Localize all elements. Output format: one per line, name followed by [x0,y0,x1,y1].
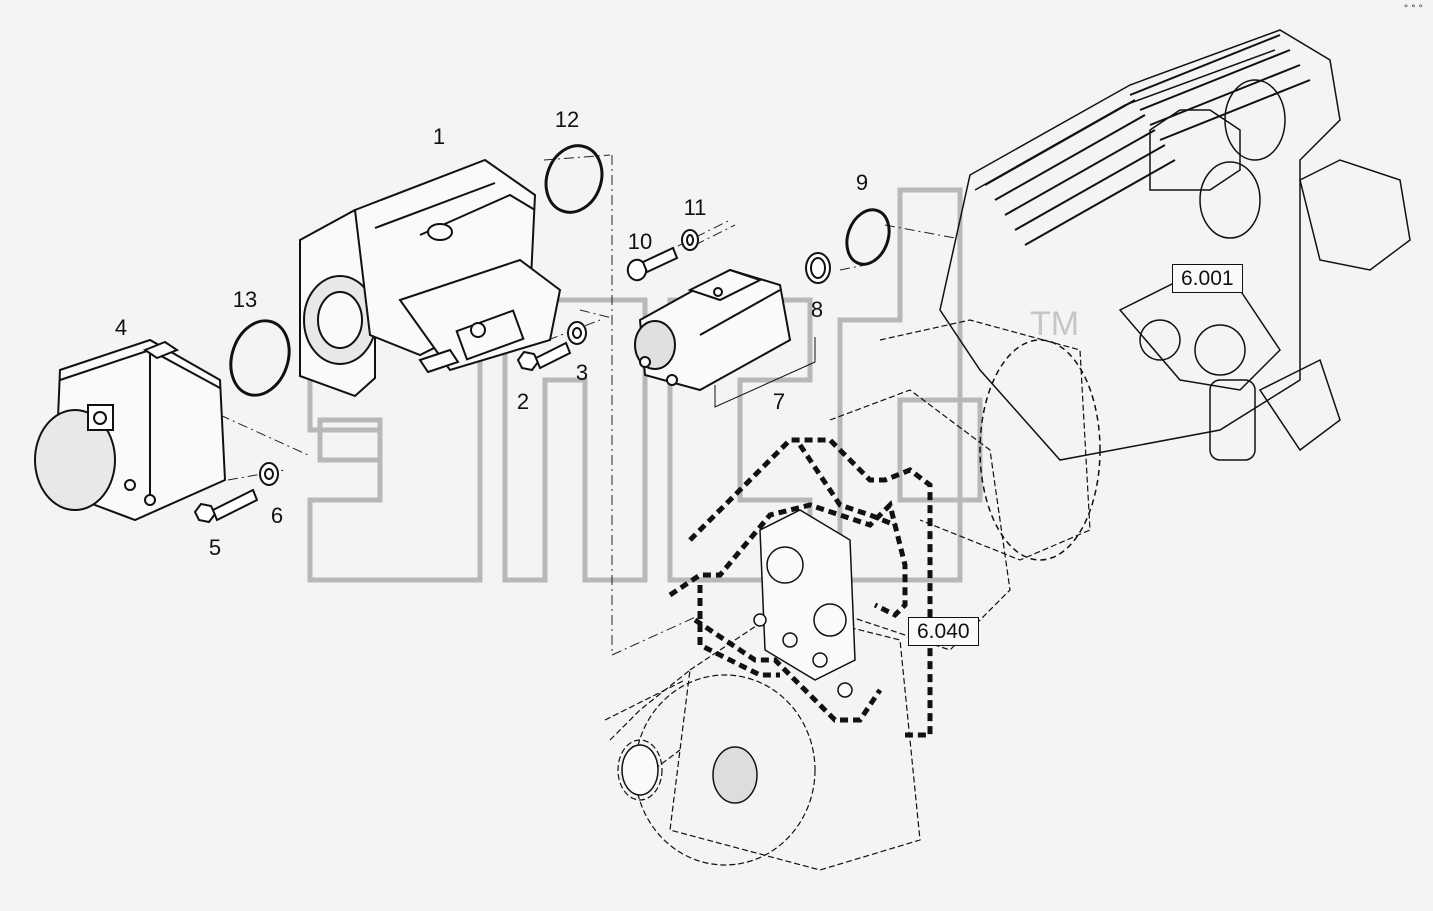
seal-8 [805,252,831,284]
callout-5: 5 [208,535,222,560]
washers [259,229,699,486]
valve-block [753,509,856,698]
callout-2: 2 [516,389,530,414]
callout-1: 1 [432,124,446,149]
bolts [193,246,679,524]
pump-4 [34,338,227,522]
callout-3: 3 [575,360,589,385]
o-ring-13 [229,319,291,397]
callout-10: 10 [627,229,653,254]
hydraulic-lines [668,437,933,738]
callout-4: 4 [114,315,128,340]
engine-cooling-fins [984,34,1311,246]
gear-pump-7 [634,268,792,392]
callout-13: 13 [232,287,258,312]
callout-6: 6 [270,503,284,528]
reference-6-001[interactable]: 6.001 [1172,264,1243,293]
callout-9: 9 [855,170,869,195]
transmission-gear [621,744,758,804]
bracket-7 [714,337,816,408]
pump-1 [299,158,562,398]
o-ring-9 [845,208,891,266]
o-ring-12 [544,144,604,214]
callout-8: 8 [810,297,824,322]
watermark-tm: TM [1030,305,1079,343]
corner-mark: ° ° ° [1403,4,1423,14]
callout-11: 11 [683,195,707,220]
callout-7: 7 [772,389,786,414]
callout-12: 12 [554,107,580,132]
reference-6-040[interactable]: 6.040 [908,617,979,646]
